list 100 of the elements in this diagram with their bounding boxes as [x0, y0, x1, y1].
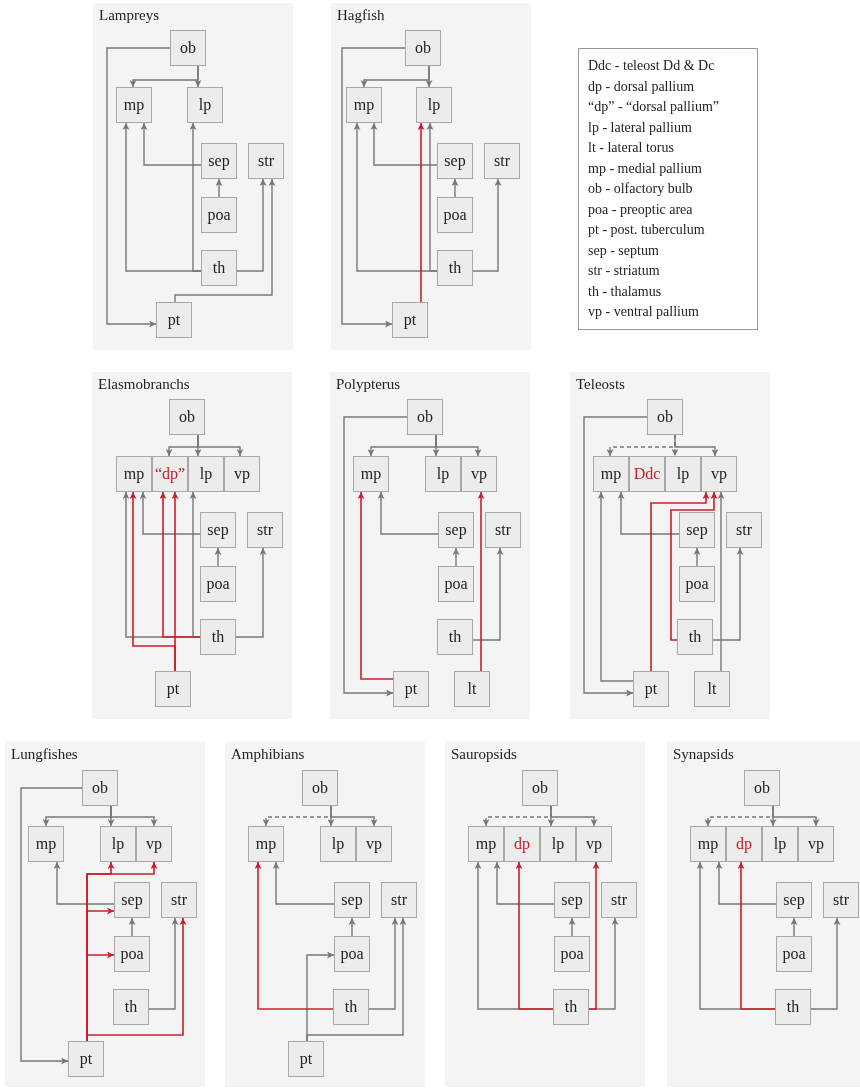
panel-title: Sauropsids [451, 746, 517, 763]
brain-region-box [346, 87, 382, 123]
region-label: sep [341, 892, 363, 908]
brain-region-box [381, 882, 417, 918]
brain-region-box [823, 882, 859, 918]
group-panel [5, 742, 205, 1087]
brain-region-box [353, 456, 389, 492]
brain-region-box [170, 30, 206, 66]
region-label: poa [207, 207, 231, 223]
region-label: poa [340, 946, 364, 962]
brain-region-box [694, 671, 730, 707]
brain-region-box [288, 1041, 324, 1077]
region-label: vp [711, 466, 727, 482]
region-label: th [212, 260, 226, 276]
region-label: lp [551, 836, 565, 852]
region-label: ob [657, 409, 673, 425]
brain-region-box [188, 456, 224, 492]
brain-region-box [68, 1041, 104, 1077]
region-label: ob [415, 40, 431, 56]
connector-arrow [515, 861, 554, 1010]
brain-region-box [116, 87, 152, 123]
brain-region-box [438, 566, 474, 602]
region-label: mp [360, 466, 382, 482]
region-label: sep [686, 522, 708, 538]
region-label: pt [79, 1051, 93, 1067]
region-label: th [448, 260, 462, 276]
key-entry: pt - post. tuberculum [588, 221, 706, 239]
connector-arrow [235, 547, 267, 638]
connector-arrow [583, 416, 648, 697]
brain-region-box [116, 456, 152, 492]
brain-region-box [114, 936, 150, 972]
brain-region-box [200, 512, 236, 548]
connector-arrow [810, 917, 841, 1010]
region-label: ob [92, 780, 108, 796]
connector-arrow [377, 491, 439, 535]
region-label: lp [199, 466, 213, 482]
brain-region-box [334, 882, 370, 918]
region-label: lp [111, 836, 125, 852]
group-panel [570, 372, 770, 719]
connector-arrow [435, 434, 482, 457]
brain-region-box [224, 456, 260, 492]
brain-region-box [156, 302, 192, 338]
key-entry: ob - olfactory bulb [588, 180, 694, 198]
connector-arrow [790, 917, 798, 937]
region-label: poa [782, 946, 806, 962]
brain-region-box [248, 143, 284, 179]
connector-arrow [417, 122, 425, 303]
group-panel [225, 742, 425, 1087]
connector-arrow [617, 491, 680, 535]
region-label: pt [404, 681, 418, 697]
brain-region-box [161, 882, 197, 918]
brain-region-box [320, 826, 356, 862]
brain-region-box [302, 770, 338, 806]
panel-title: Amphibians [231, 746, 305, 763]
region-label: sep [121, 892, 143, 908]
region-label: dp [514, 836, 530, 852]
region-label: sep [445, 522, 467, 538]
brain-region-box [113, 989, 149, 1025]
connector-arrow [194, 65, 202, 88]
connector-arrow [148, 917, 179, 1010]
group-panel [330, 372, 530, 719]
connector-arrow [215, 178, 223, 198]
region-label: poa [120, 946, 144, 962]
brain-region-box [393, 671, 429, 707]
connector-arrow [597, 491, 634, 682]
region-label: th [688, 629, 702, 645]
connector-arrow [451, 178, 459, 198]
brain-region-box [726, 512, 762, 548]
brain-region-box [468, 826, 504, 862]
region-label: poa [206, 576, 230, 592]
brain-region-box [665, 456, 701, 492]
abbreviation-key-box [578, 48, 758, 330]
connector-arrow [357, 491, 394, 680]
region-label: vp [234, 466, 250, 482]
region-label: th [211, 629, 225, 645]
connector-arrow [472, 178, 502, 272]
brain-region-box [201, 143, 237, 179]
brain-region-box [392, 302, 428, 338]
brain-region-box [522, 770, 558, 806]
region-label: sep [561, 892, 583, 908]
region-label: sep [208, 153, 230, 169]
key-entry: vp - ventral pallium [588, 303, 700, 321]
connector-arrow [650, 491, 710, 672]
brain-region-box [334, 936, 370, 972]
region-label: poa [444, 576, 468, 592]
brain-region-box [356, 826, 392, 862]
panel-title: Polypterus [336, 376, 401, 393]
connector-arrow [368, 917, 399, 1010]
panel-title: Synapsids [673, 746, 734, 763]
region-label: lp [676, 466, 690, 482]
region-label: str [257, 522, 273, 538]
region-label: str [736, 522, 752, 538]
connector-arrow [140, 122, 202, 166]
brain-region-box [437, 619, 473, 655]
region-label: ob [532, 780, 548, 796]
region-label: th [564, 999, 578, 1015]
brain-region-box [416, 87, 452, 123]
brain-region-box [679, 512, 715, 548]
brain-region-box [485, 512, 521, 548]
region-label: str [391, 892, 407, 908]
